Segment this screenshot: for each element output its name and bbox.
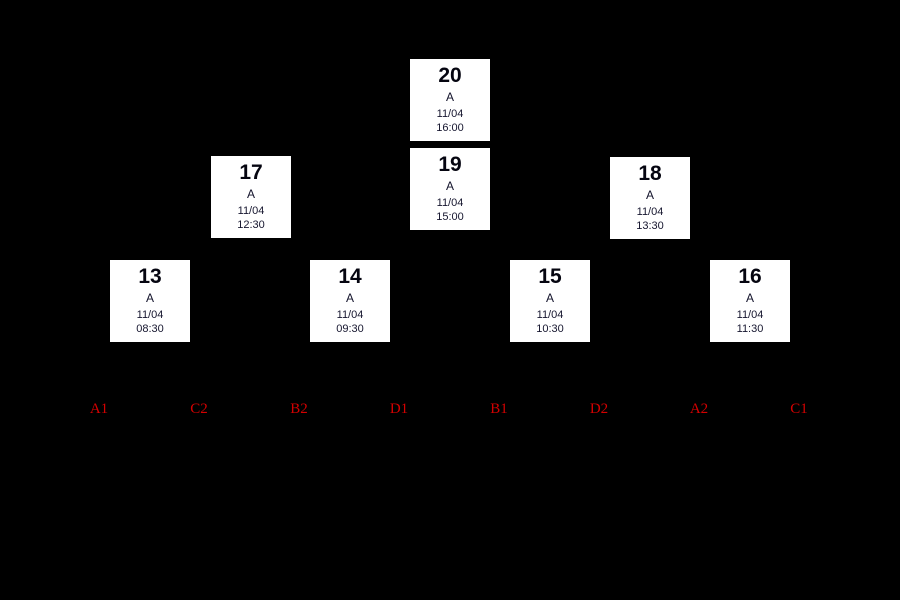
match-date: 11/04 — [636, 206, 664, 218]
seed-label-C2: C2 — [190, 401, 208, 417]
match-time: 11:30 — [736, 323, 764, 335]
match-time: 08:30 — [136, 323, 164, 335]
match-date: 11/04 — [336, 309, 364, 321]
match-time: 09:30 — [336, 323, 364, 335]
seed-label-B1: B1 — [490, 401, 508, 417]
seed-label-A2: A2 — [689, 401, 709, 417]
seed-label-D1: D1 — [389, 401, 409, 417]
match-id: 13 — [138, 265, 162, 288]
seed-label-A1: A1 — [89, 401, 109, 417]
match-id: 18 — [638, 162, 662, 185]
match-venue: A — [445, 90, 454, 104]
match-venue: A — [345, 291, 354, 305]
match-id: 20 — [438, 64, 462, 87]
match-time: 12:30 — [237, 219, 265, 231]
match-date: 11/04 — [436, 197, 464, 209]
match-venue: A — [645, 188, 654, 202]
match-time: 15:00 — [436, 211, 464, 223]
match-venue: A — [246, 187, 255, 201]
seed-label-B2: B2 — [290, 401, 308, 417]
match-venue: A — [745, 291, 754, 305]
match-date: 11/04 — [237, 205, 265, 217]
match-time: 13:30 — [636, 220, 664, 232]
match-id: 19 — [438, 153, 462, 176]
match-venue: A — [445, 179, 454, 193]
match-venue: A — [145, 291, 154, 305]
match-id: 14 — [338, 265, 362, 288]
match-date: 11/04 — [136, 309, 164, 321]
match-time: 16:00 — [436, 122, 464, 134]
match-time: 10:30 — [536, 323, 564, 335]
match-date: 11/04 — [436, 108, 464, 120]
match-date: 11/04 — [536, 309, 564, 321]
match-id: 15 — [538, 265, 562, 288]
match-venue: A — [545, 291, 554, 305]
seed-label-D2: D2 — [589, 401, 609, 417]
match-id: 17 — [239, 161, 263, 184]
seed-label-C1: C1 — [790, 401, 808, 417]
match-date: 11/04 — [736, 309, 764, 321]
match-id: 16 — [738, 265, 762, 288]
